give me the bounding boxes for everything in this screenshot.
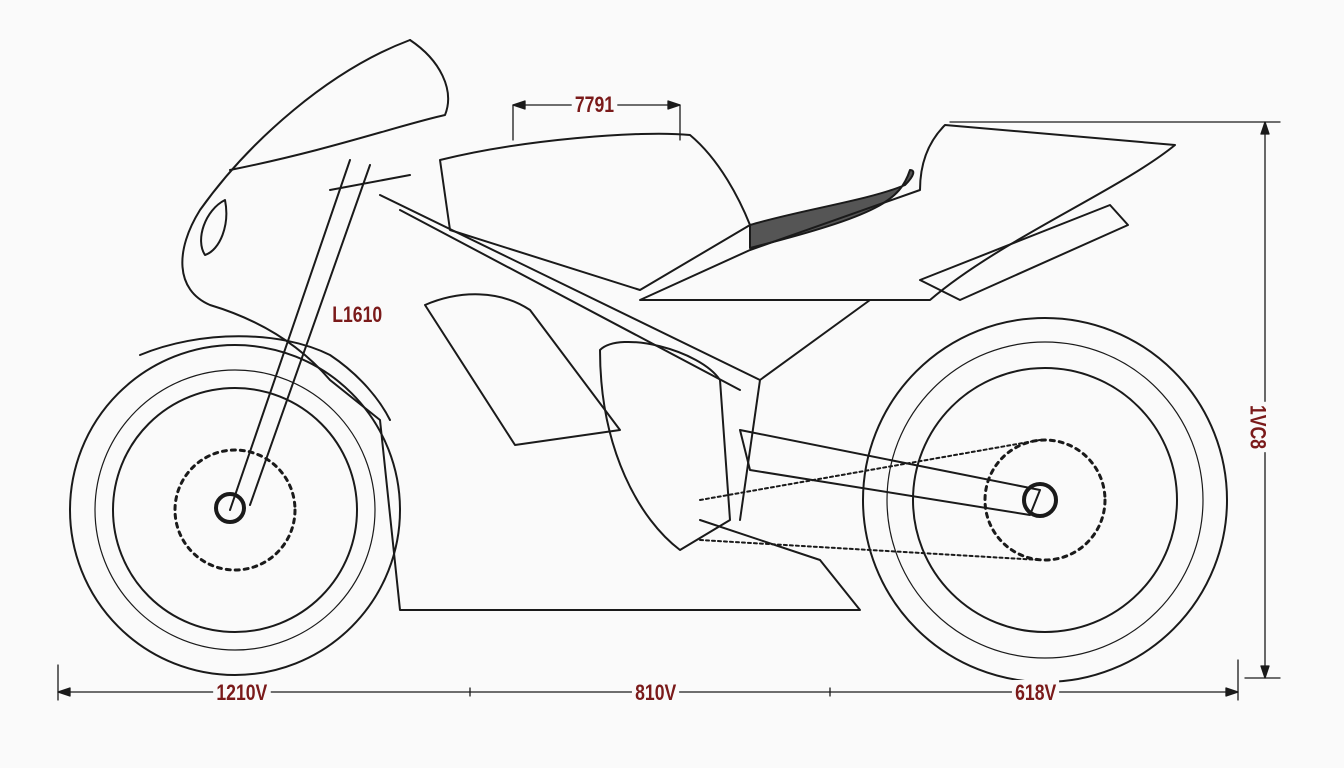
swingarm: [739, 429, 1041, 516]
dimension-fairing-label: L1610: [332, 302, 383, 327]
seat: [749, 169, 915, 249]
side-panel: [424, 293, 621, 446]
frame: [379, 194, 871, 521]
fuel-tank: [439, 132, 751, 291]
chain: [699, 439, 1041, 561]
front-wheel: [69, 344, 401, 676]
dimension-bottom-left: 1210V: [213, 680, 271, 706]
headlight: [200, 199, 228, 256]
windscreen: [229, 39, 450, 171]
dimension-bottom-middle: 810V: [631, 680, 680, 706]
dimension-bottom-right: 618V: [1011, 680, 1060, 706]
rear-wheel: [862, 317, 1228, 683]
front-fairing: [181, 39, 861, 611]
front-fork: [229, 159, 411, 511]
exhaust: [919, 204, 1129, 301]
dimension-height: 1VC8: [1244, 401, 1271, 453]
tail-section: [639, 124, 1176, 301]
front-fender: [139, 335, 391, 421]
dimension-top-tank: 7791: [571, 92, 618, 118]
engine: [599, 341, 731, 551]
